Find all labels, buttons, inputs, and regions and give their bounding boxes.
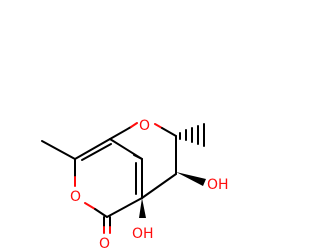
bond-o1-left-red bbox=[130, 122, 138, 128]
bond-o1-c2 bbox=[161, 127, 177, 137]
bond-o-c5 bbox=[94, 208, 108, 218]
bond-c7-c8 bbox=[74, 138, 111, 160]
bond-c7-c8-double bbox=[81, 143, 112, 161]
bond-methyl-left bbox=[41, 140, 76, 160]
bond-c3-c4 bbox=[141, 173, 177, 199]
ring-o2-label: O bbox=[70, 189, 81, 205]
oh-upper-label: OH bbox=[207, 177, 229, 193]
molecule-structure: O O O OH OH bbox=[41, 118, 229, 250]
bond-o-c5-red bbox=[84, 202, 96, 210]
wedge-oh-lower bbox=[139, 198, 146, 218]
bond-o1-right-red bbox=[154, 123, 163, 129]
wedge-oh-upper bbox=[176, 172, 206, 186]
hash-wedge-methyl bbox=[179, 123, 205, 147]
ring-o1-label: O bbox=[139, 118, 150, 134]
bond-c8a-o1-main bbox=[109, 126, 132, 140]
oh-lower-label: OH bbox=[132, 226, 154, 242]
bond-c5-c4a bbox=[106, 197, 143, 218]
bond-c8a-o1 bbox=[133, 154, 143, 160]
carbonyl-o-label: O bbox=[99, 236, 110, 250]
